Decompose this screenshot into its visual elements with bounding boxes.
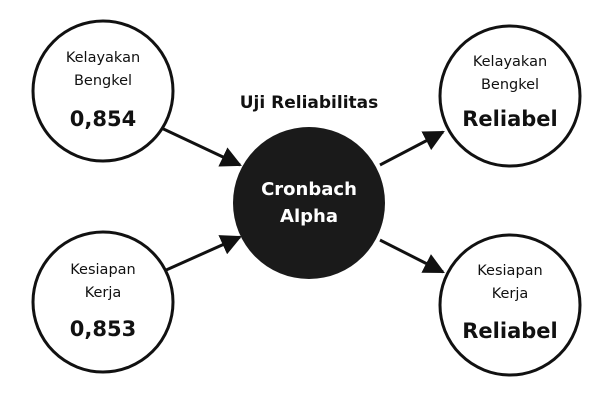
output-node-1-label-line-2: Bengkel xyxy=(481,77,539,93)
input-node-kesiapan-kerja: Kesiapan Kerja 0,853 xyxy=(31,230,175,374)
input-node-1-label-line-1: Kelayakan xyxy=(66,50,140,66)
output-node-kesiapan-kerja: Kesiapan Kerja Reliabel xyxy=(438,233,582,377)
arrow-input-2-to-center xyxy=(154,235,242,277)
input-node-1-circle xyxy=(31,19,175,163)
input-node-1-value: 0,854 xyxy=(70,107,136,131)
input-node-2-circle xyxy=(31,230,175,374)
center-node-line-1: Cronbach xyxy=(261,179,357,200)
input-node-2-value: 0,853 xyxy=(70,317,136,341)
output-node-2-value: Reliabel xyxy=(462,319,557,343)
output-node-kelayakan-bengkel: Kelayakan Bengkel Reliabel xyxy=(438,24,582,168)
arrow-input-1-to-center xyxy=(154,123,242,167)
input-node-kelayakan-bengkel: Kelayakan Bengkel 0,854 xyxy=(31,19,175,163)
center-node-line-2: Alpha xyxy=(280,206,338,227)
input-node-1-label-line-2: Bengkel xyxy=(74,73,132,89)
center-node: Cronbach Alpha xyxy=(233,127,385,279)
input-node-2-label-line-1: Kesiapan xyxy=(70,262,135,278)
center-node-circle xyxy=(233,127,385,279)
output-node-1-label-line-1: Kelayakan xyxy=(473,54,547,70)
output-node-1-circle xyxy=(438,24,582,168)
output-node-2-circle xyxy=(438,233,582,377)
input-node-2-label-line-2: Kerja xyxy=(85,285,122,301)
diagram-title: Uji Reliabilitas xyxy=(240,93,379,113)
arrow-center-to-output-1 xyxy=(379,130,445,167)
arrow-center-to-output-2 xyxy=(379,238,445,274)
output-node-1-value: Reliabel xyxy=(462,107,557,131)
output-node-2-label-line-1: Kesiapan xyxy=(477,263,542,279)
output-node-2-label-line-2: Kerja xyxy=(492,286,529,302)
